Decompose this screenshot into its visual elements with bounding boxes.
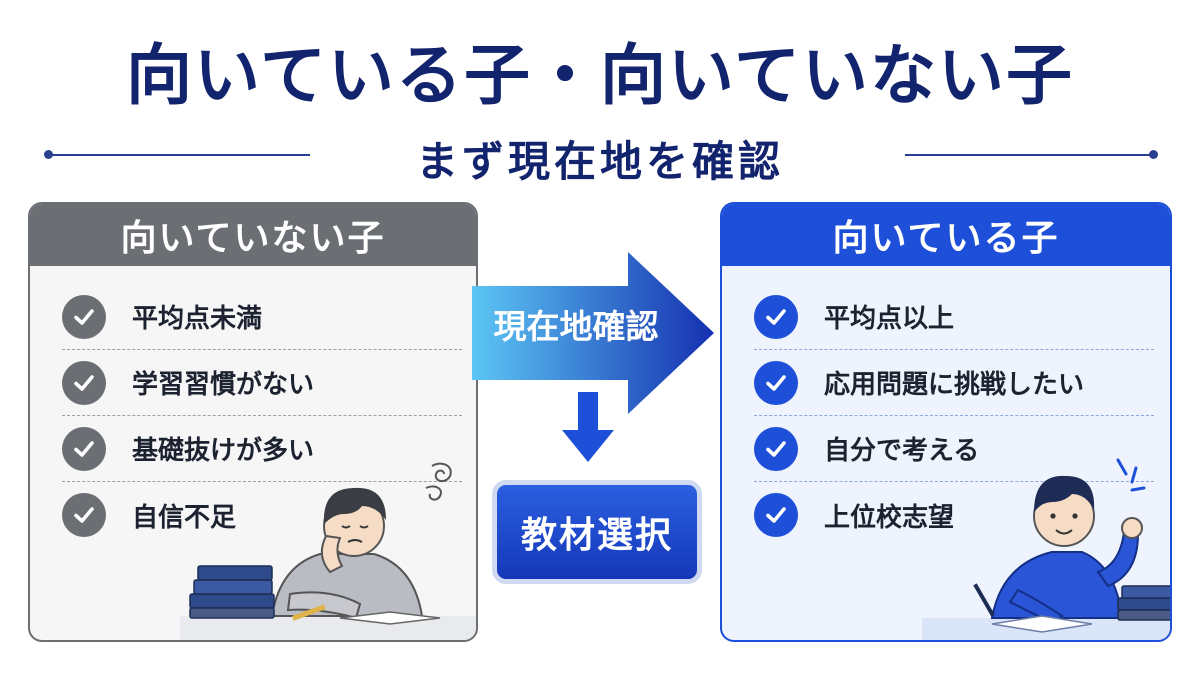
suited-heading: 向いている子 xyxy=(722,204,1170,266)
not-suited-panel: 向いていない子 平均点未満 学習習慣がない 基礎抜けが多い 自信不足 xyxy=(28,202,478,642)
page-title: 向いている子・向いていない子 xyxy=(125,37,1075,114)
list-item: 学習習慣がない xyxy=(62,350,462,416)
list-item-label: 自分で考える xyxy=(824,436,980,466)
list-item: 平均点以上 xyxy=(754,284,1154,350)
suited-panel: 向いている子 平均点以上 応用問題に挑戦したい 自分で考える 上位校志望 xyxy=(720,202,1172,642)
subtitle-row: まず現在地を確認 xyxy=(0,128,1200,186)
page-subtitle: まず現在地を確認 xyxy=(415,137,784,186)
check-icon xyxy=(754,360,798,405)
divider-dot xyxy=(1149,150,1158,159)
list-item-label: 基礎抜けが多い xyxy=(132,436,315,466)
list-item: 自分で考える xyxy=(754,416,1154,482)
check-icon xyxy=(62,493,106,537)
confirm-position-label: 現在地確認 xyxy=(493,307,659,346)
down-arrow-icon xyxy=(562,392,614,462)
list-item-label: 応用問題に挑戦したい xyxy=(824,370,1085,400)
suited-list: 平均点以上 応用問題に挑戦したい 自分で考える 上位校志望 xyxy=(754,284,1154,548)
material-selection-box: 教材選択 xyxy=(492,480,702,584)
check-icon xyxy=(62,360,106,405)
list-item: 自信不足 xyxy=(62,482,462,548)
divider-line-right xyxy=(905,154,1153,156)
list-item: 平均点未満 xyxy=(62,284,462,350)
worried-student-illustration xyxy=(180,462,476,640)
list-item-label: 上位校志望 xyxy=(824,502,955,533)
list-item-label: 平均点未満 xyxy=(132,304,263,334)
list-item: 上位校志望 xyxy=(754,482,1154,548)
divider-line-left xyxy=(48,154,310,156)
right-arrow-icon xyxy=(472,252,714,414)
list-item-label: 学習習慣がない xyxy=(132,370,315,400)
divider-dot xyxy=(44,150,53,159)
check-icon xyxy=(754,294,798,339)
check-icon xyxy=(62,426,106,471)
not-suited-list: 平均点未満 学習習慣がない 基礎抜けが多い 自信不足 xyxy=(62,284,462,548)
list-item: 応用問題に挑戦したい xyxy=(754,350,1154,416)
list-item-label: 平均点以上 xyxy=(824,304,955,334)
not-suited-heading: 向いていない子 xyxy=(30,204,476,266)
list-item: 基礎抜けが多い xyxy=(62,416,462,482)
confident-student-illustration xyxy=(922,458,1170,640)
check-icon xyxy=(754,493,798,537)
check-icon xyxy=(754,426,798,471)
list-item-label: 自信不足 xyxy=(132,502,237,533)
check-icon xyxy=(62,294,106,339)
